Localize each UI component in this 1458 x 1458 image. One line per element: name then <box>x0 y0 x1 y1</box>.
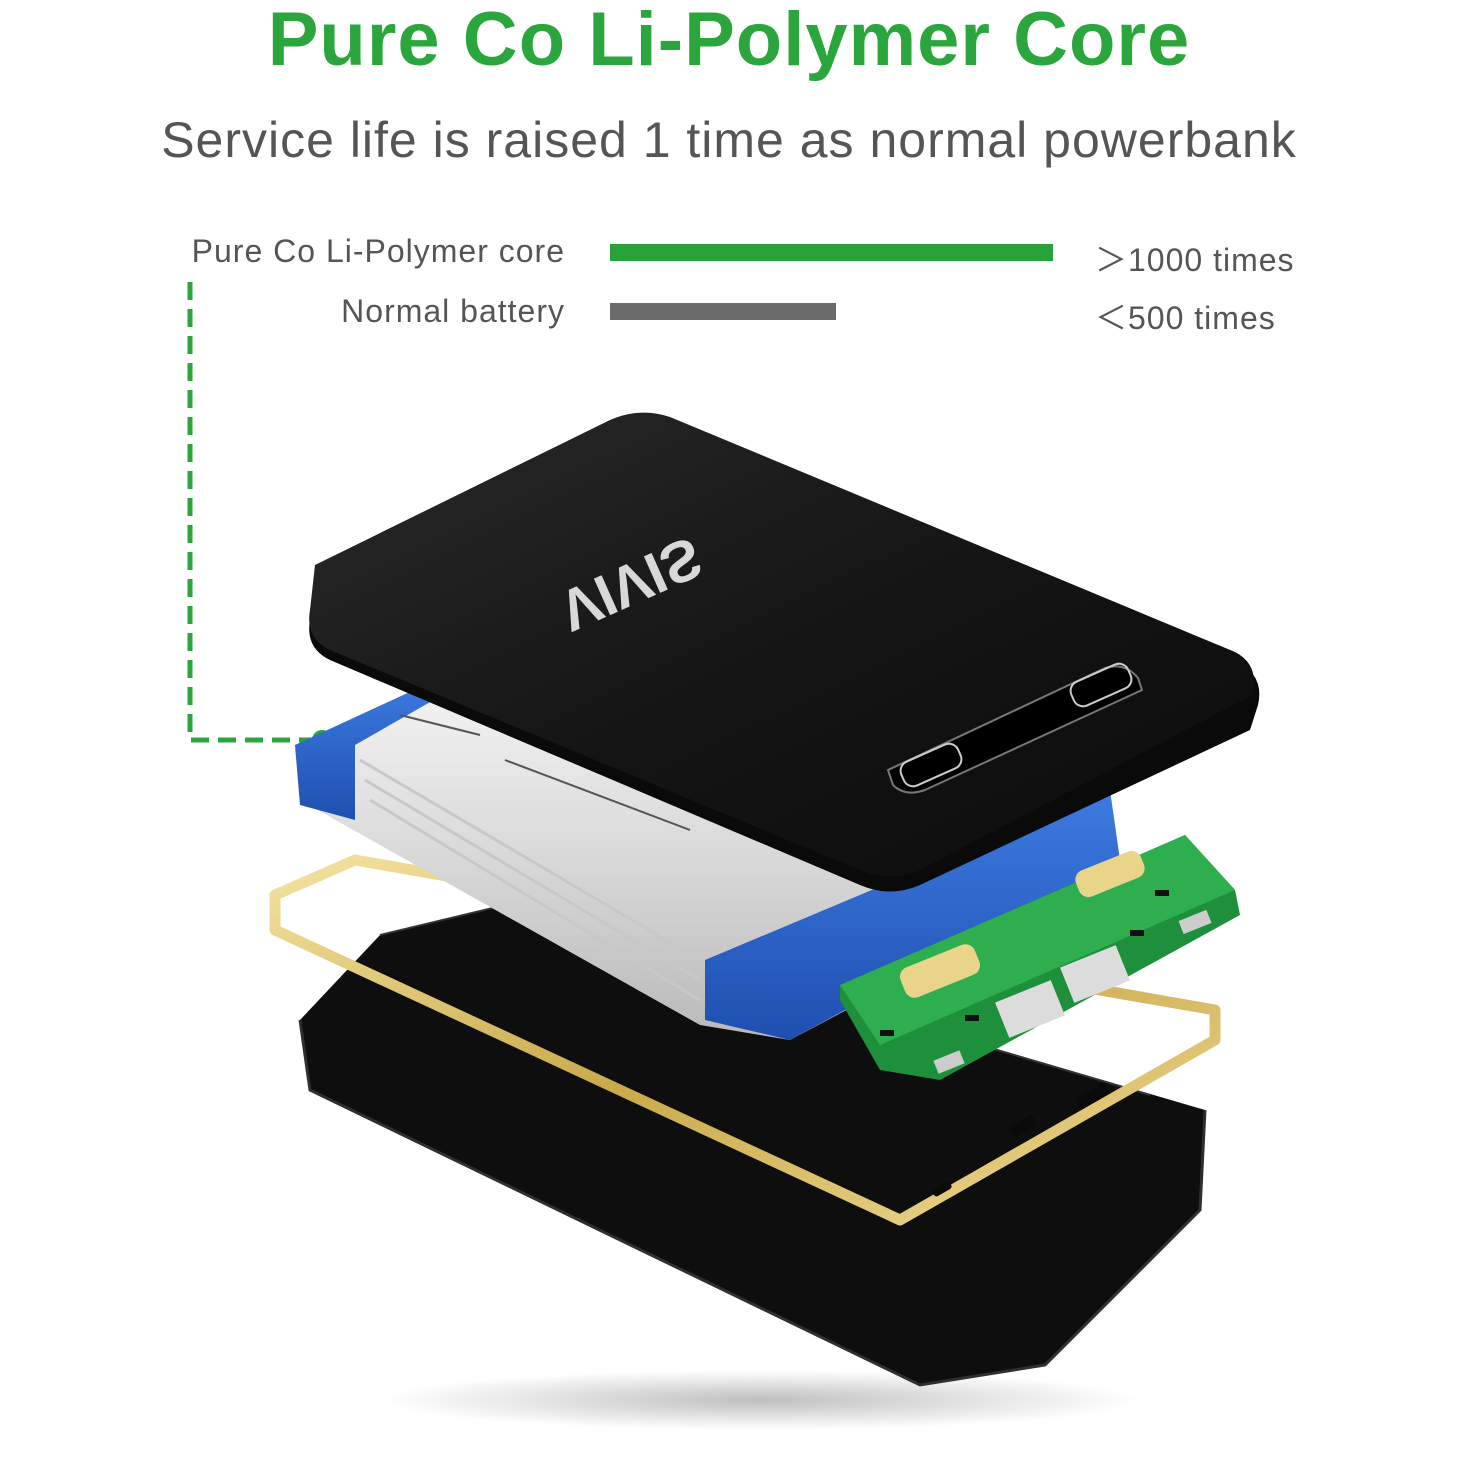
gold-frame <box>269 854 1221 1226</box>
comparison-value-pure: ＞1000 times <box>1095 242 1295 278</box>
comparison-label-pure: Pure Co Li-Polymer core <box>191 233 565 269</box>
page-title: Pure Co Li-Polymer Core <box>267 0 1191 82</box>
touch-panel <box>886 662 1144 794</box>
comparison-bar-pure <box>610 244 1053 261</box>
page-subtitle: Service life is raised 1 time as normal … <box>161 112 1297 168</box>
top-cover: VIVIS <box>309 412 1260 892</box>
comparison-bar-normal <box>610 303 836 320</box>
unlock-button-icon <box>1069 662 1133 708</box>
power-button-icon <box>899 742 963 788</box>
comparison-value-normal: ＜500 times <box>1095 300 1276 336</box>
comparison-label-normal: Normal battery <box>341 293 565 329</box>
callout-dashed-line <box>187 282 332 750</box>
circuit-board <box>840 835 1240 1080</box>
